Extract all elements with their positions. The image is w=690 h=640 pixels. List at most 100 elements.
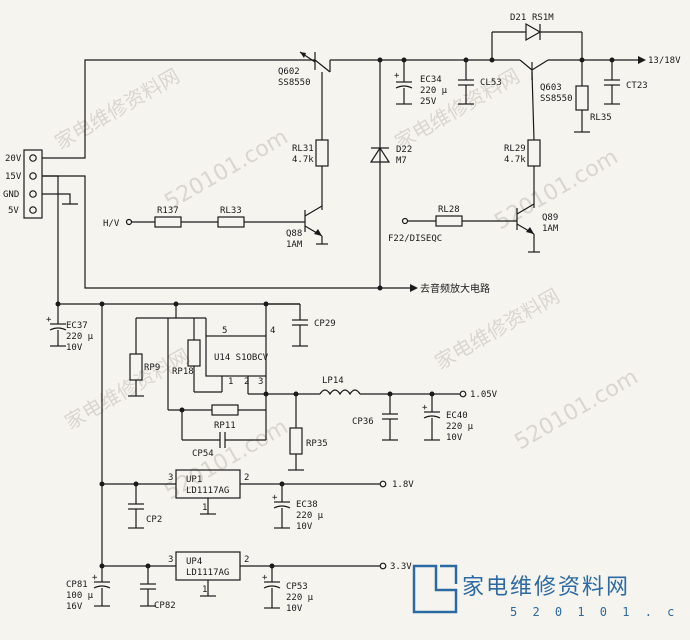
u14-pin5: 5 — [222, 326, 227, 336]
cp36-label: CP36 — [352, 417, 374, 427]
lp14-label: LP14 — [322, 376, 344, 386]
watermark-text: 520101.com — [511, 365, 643, 456]
cp53-plus: + — [262, 573, 268, 583]
watermark-text: 520101.com — [161, 125, 293, 216]
q602-transistor: Q602 SS8550 — [278, 51, 380, 140]
ec37-label: EC37 — [66, 321, 88, 331]
q89-transistor: Q89 1AM — [516, 203, 559, 253]
cl53-label: CL53 — [480, 78, 502, 88]
pin-15v-label: 15V — [5, 172, 22, 182]
ec38-plus: + — [272, 493, 278, 503]
rl35-resistor — [575, 85, 589, 111]
rp35-resistor — [289, 427, 303, 455]
ec40-value: 220 µ — [446, 422, 474, 432]
ec38-label: EC38 — [296, 500, 318, 510]
d22-label: D22 — [396, 145, 412, 155]
up1-type: LD1117AG — [186, 486, 229, 496]
pin-20v-label: 20V — [5, 154, 22, 164]
ec34-value: 220 µ — [420, 86, 448, 96]
rp11-label: RP11 — [214, 421, 236, 431]
q603-label: Q603 — [540, 83, 562, 93]
q88-label: Q88 — [286, 229, 302, 239]
ec38-value: 220 µ — [296, 511, 324, 521]
watermark-layer: 家电维修资料网 520101.com 家电维修资料网 520101.com 家电… — [51, 64, 643, 506]
u14-label: U14 S1OBCV — [214, 353, 269, 363]
cp81-voltage: 16V — [66, 602, 83, 612]
u14-pin3: 3 — [258, 377, 263, 387]
up4-pin3: 3 — [168, 555, 173, 565]
d21-diode — [525, 22, 542, 42]
rp9-label: RP9 — [144, 363, 160, 373]
ec34-label: EC34 — [420, 75, 442, 85]
ec38-voltage: 10V — [296, 522, 313, 532]
ec34-voltage: 25V — [420, 97, 437, 107]
u14-pin2: 2 — [244, 377, 249, 387]
rl29-resistor — [527, 139, 541, 167]
up1-label: UP1 — [186, 475, 202, 485]
cp53-voltage: 10V — [286, 604, 303, 614]
up4-type: LD1117AG — [186, 568, 229, 578]
rl29-label: RL29 — [504, 144, 526, 154]
logo-mark-icon — [412, 564, 458, 614]
rp35-label: RP35 — [306, 439, 328, 449]
rl33-label: RL33 — [220, 206, 242, 216]
ec37-value: 220 µ — [66, 332, 94, 342]
up4-pin1: 1 — [202, 585, 207, 595]
hv-label: H/V — [103, 219, 120, 229]
watermark-text: 家电维修资料网 — [61, 344, 194, 435]
cp82-label: CP82 — [154, 601, 176, 611]
rail-out-label: 13/18V — [648, 56, 681, 66]
q89-label: Q89 — [542, 213, 558, 223]
logo-text: 家电维修资料网 — [462, 575, 630, 600]
cp53-value: 220 µ — [286, 593, 314, 603]
q603-type: SS8550 — [540, 94, 573, 104]
cp54-label: CP54 — [192, 449, 214, 459]
r137-label: R137 — [157, 206, 179, 216]
watermark-text: 家电维修资料网 — [431, 284, 564, 375]
ec40-label: EC40 — [446, 411, 468, 421]
rl31-value: 4.7k — [292, 155, 314, 165]
cp81-label: CP81 — [66, 580, 88, 590]
ec40-voltage: 10V — [446, 433, 463, 443]
site-logo: 家电维修资料网 5 2 0 1 0 1 . c o m — [412, 564, 690, 619]
rl31-label: RL31 — [292, 144, 314, 154]
rl28-label: RL28 — [438, 205, 460, 215]
logo-url: 5 2 0 1 0 1 . c o m — [510, 605, 690, 619]
out-105v-label: 1.05V — [470, 390, 498, 400]
q602-label: Q602 — [278, 67, 300, 77]
u14-ic — [205, 335, 267, 377]
q89-type: 1AM — [542, 224, 559, 234]
ec37-voltage: 10V — [66, 343, 83, 353]
audio-amp-label: 去音频放大电路 — [420, 282, 490, 295]
rl31-resistor — [315, 139, 329, 167]
u14-pin1: 1 — [228, 377, 233, 387]
lp14-inductor — [319, 389, 361, 396]
up4-pin2: 2 — [244, 555, 249, 565]
pin-gnd-label: GND — [3, 190, 19, 200]
ct23-label: CT23 — [626, 81, 648, 91]
power-connector: 20V 15V GND 5V — [3, 149, 43, 219]
d22-diode: D22 M7 — [369, 145, 412, 166]
rl29-value: 4.7k — [504, 155, 526, 165]
pin-5v-label: 5V — [8, 206, 19, 216]
ec40-plus: + — [422, 403, 428, 413]
rp18-label: RP18 — [172, 367, 194, 377]
rl35-label: RL35 — [590, 113, 612, 123]
out-33v-label: 3.3V — [390, 562, 412, 572]
ec37-plus: + — [46, 315, 52, 325]
u14-pin4: 4 — [270, 326, 275, 336]
out-18v-label: 1.8V — [392, 480, 414, 490]
up4-label: UP4 — [186, 557, 202, 567]
up1-pin1: 1 — [202, 503, 207, 513]
f22-label: F22/DISEQC — [388, 234, 442, 244]
d21-label: D21 — [510, 13, 526, 23]
cp29-label: CP29 — [314, 319, 336, 329]
rl28-resistor — [435, 215, 463, 227]
cp53-label: CP53 — [286, 582, 308, 592]
up1-pin3: 3 — [168, 473, 173, 483]
cp2-label: CP2 — [146, 515, 162, 525]
cp81-value: 100 µ — [66, 591, 94, 601]
d21-type: RS1M — [532, 13, 554, 23]
q602-type: SS8550 — [278, 78, 311, 88]
